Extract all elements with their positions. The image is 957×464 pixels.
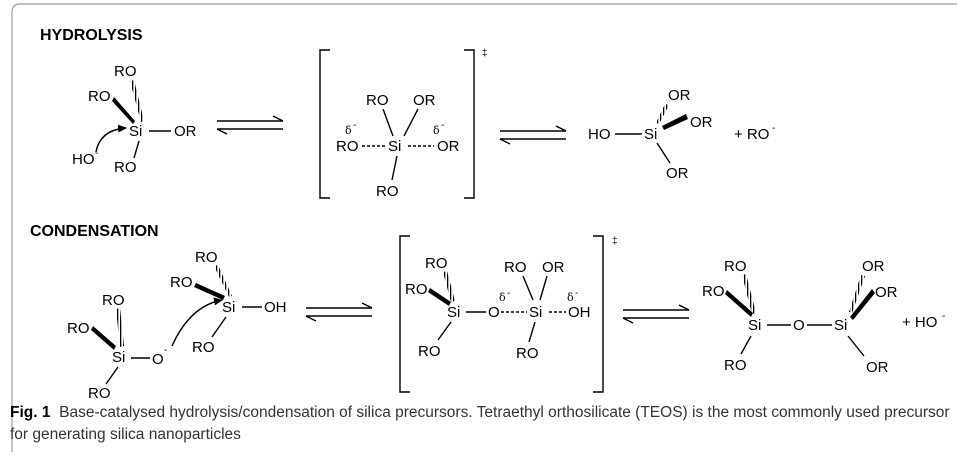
hydrolysis-transition-state: ‡ Si RO OR RO OR RO δ - δ - (319, 48, 488, 200)
svg-text:OR: OR (542, 259, 565, 276)
silanolate-reactant: RO RO Si RO O - (67, 292, 223, 402)
svg-text:RO: RO (192, 339, 215, 356)
hashed-bond (214, 265, 232, 297)
figure-border (11, 3, 957, 452)
figure-label: Fig. 1 (10, 404, 51, 421)
or-group: OR (174, 123, 197, 140)
svg-text:RO: RO (88, 385, 111, 402)
svg-text:OR: OR (866, 359, 889, 376)
hashed-bond (849, 275, 865, 313)
svg-text:OR: OR (875, 284, 898, 301)
hydrolysis-product: HO Si OR OR OR + RO - (588, 87, 775, 182)
hydroxyl-group: HO (588, 126, 611, 143)
hydroxyl-group: OH (264, 299, 287, 316)
condensation-transition-state: ‡ RO RO Si RO O δ - Si RO OR δ - OH RO (399, 235, 618, 393)
svg-text:RO: RO (504, 259, 527, 276)
ro-group: RO (114, 63, 137, 80)
svg-text:RO: RO (195, 249, 218, 266)
svg-text:RO: RO (67, 320, 90, 337)
wedge-bond (662, 114, 688, 130)
hashed-bond (116, 308, 124, 347)
svg-text:RO: RO (516, 345, 539, 362)
equilibrium-arrows (216, 115, 284, 135)
si-atom: Si (529, 304, 542, 321)
svg-text:RO: RO (724, 258, 747, 275)
siloxane-oxygen: O (793, 317, 805, 334)
svg-text:-: - (441, 120, 444, 131)
bridging-oxygen: O (488, 304, 500, 321)
svg-text:RO: RO (425, 255, 448, 272)
attack-arrow (95, 124, 127, 153)
delta-charge: δ (499, 291, 506, 304)
equilibrium-arrows (622, 304, 690, 324)
wedge-bond (91, 326, 116, 350)
equilibrium-arrows (305, 302, 373, 322)
oxygen-atom: O (152, 351, 164, 368)
si-atom: Si (447, 304, 460, 321)
hydrolysis-reactant: Si RO RO OR RO HO - (72, 63, 197, 176)
svg-text:RO: RO (170, 274, 193, 291)
charge-minus: - (95, 148, 98, 159)
si-atom: Si (222, 299, 235, 316)
hydroxide: HO (72, 151, 95, 168)
svg-text:OR: OR (862, 258, 885, 275)
ro-byproduct: + RO (734, 126, 769, 143)
svg-text:RO: RO (102, 292, 125, 309)
ro-group: RO (336, 138, 359, 155)
hashed-bond (443, 271, 455, 302)
wedge-bond (850, 289, 875, 320)
equilibrium-arrows (499, 125, 567, 145)
wedge-bond (725, 290, 753, 317)
hashed-bond (130, 80, 144, 122)
svg-text:-: - (575, 288, 578, 299)
hashed-bond (742, 274, 756, 314)
hydroxide-byproduct: + HO (902, 314, 937, 331)
delta-charge: δ (567, 291, 574, 304)
figure-caption: Fig. 1 Base-catalysed hydrolysis/condens… (10, 402, 950, 446)
svg-text:-: - (164, 345, 167, 356)
condensation-heading: CONDENSATION (30, 223, 159, 240)
svg-text:RO: RO (724, 357, 747, 374)
caption-text: Base-catalysed hydrolysis/condensation o… (10, 404, 950, 443)
or-group: OR (413, 92, 436, 109)
svg-text:-: - (942, 311, 945, 322)
ro-group: RO (376, 183, 399, 200)
svg-text:RO: RO (418, 343, 441, 360)
delta-charge: δ (345, 124, 352, 137)
wedge-bond (194, 283, 225, 300)
svg-text:RO: RO (405, 281, 428, 298)
si-atom: Si (748, 317, 761, 334)
wedge-bond (112, 97, 135, 124)
si-atom: Si (388, 138, 401, 155)
attack-arrow (171, 297, 223, 347)
dagger-symbol: ‡ (482, 48, 488, 59)
hydrolysis-heading: HYDROLYSIS (40, 27, 143, 44)
svg-text:RO: RO (702, 283, 725, 300)
dagger-symbol: ‡ (612, 236, 618, 247)
delta-charge: δ (433, 124, 440, 137)
or-group: OR (690, 114, 713, 131)
hashed-bond (656, 104, 669, 124)
condensation-product: RO RO Si RO O Si OR OR OR + HO - (702, 258, 945, 376)
wedge-bond (428, 288, 451, 306)
si-atom: Si (834, 317, 847, 334)
or-group: OR (668, 87, 691, 104)
svg-text:-: - (353, 120, 356, 131)
svg-text:-: - (772, 123, 775, 134)
or-group: OR (437, 138, 460, 155)
svg-text:-: - (507, 288, 510, 299)
or-group: OR (666, 165, 689, 182)
si-atom: Si (112, 349, 125, 366)
si-atom: Si (644, 126, 657, 143)
ro-group: RO (88, 88, 111, 105)
silanol-reactant: RO RO Si OH RO (170, 249, 287, 356)
leaving-hydroxyl: OH (568, 304, 591, 321)
ro-group: RO (114, 159, 137, 176)
si-atom: Si (129, 123, 142, 140)
ro-group: RO (366, 92, 389, 109)
